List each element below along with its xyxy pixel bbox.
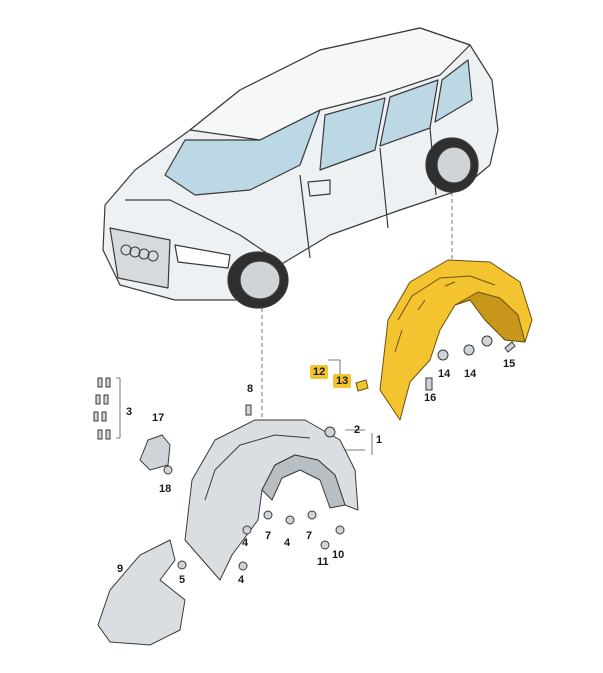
callout-3: 3 [126,406,133,418]
callout-11: 11 [317,556,329,568]
clip-part-13 [355,379,369,392]
rear-wheel-liner [379,259,533,421]
callout-10: 10 [332,549,345,561]
splash-guard [97,539,186,646]
callout-14: 14 [464,368,477,380]
callout-2: 2 [354,424,361,436]
callout-4: 4 [284,537,291,549]
fastener-set-3 [93,377,111,440]
callout-4: 4 [238,574,245,586]
callout-18: 18 [159,483,172,495]
callout-13: 13 [333,374,352,388]
callout-12: 12 [310,365,329,379]
bracket-part-17 [139,434,171,471]
callout-7: 7 [306,530,313,542]
car-illustration [102,27,499,309]
rear-fasteners [425,335,516,391]
callout-15: 15 [503,358,516,370]
leader-dashes [261,192,453,430]
callout-14: 14 [438,368,451,380]
callout-1: 1 [376,434,383,446]
front-wheel-liner [184,419,359,581]
callout-8: 8 [247,383,254,395]
callout-17: 17 [152,412,165,424]
callout-leaders [116,359,373,455]
front-fasteners [163,404,345,571]
callout-4: 4 [242,537,249,549]
callout-16: 16 [424,392,437,404]
callout-5: 5 [179,574,186,586]
callout-7: 7 [265,530,272,542]
callout-9: 9 [117,563,124,575]
